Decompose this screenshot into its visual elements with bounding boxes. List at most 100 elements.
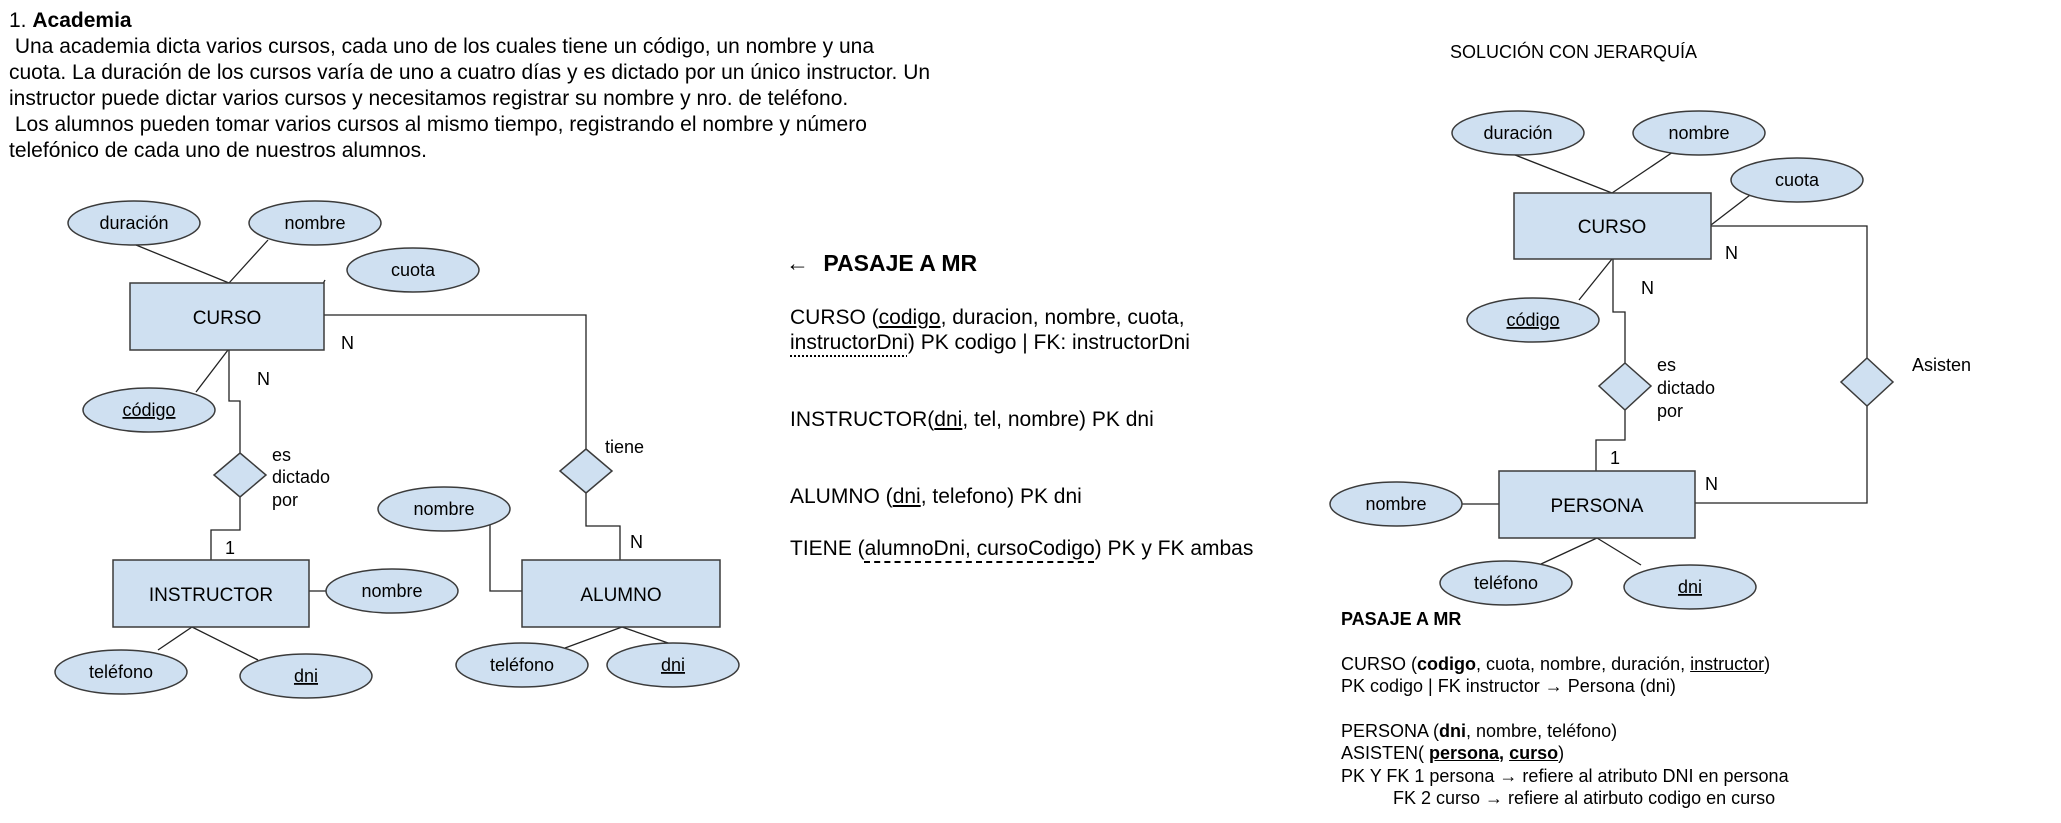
- mr-text: , telefono) PK dni: [920, 485, 1082, 508]
- mr-text: TIENE (: [790, 537, 865, 560]
- solution-dictado-relationship: es dictado por: [1597, 355, 1715, 421]
- solution-title: SOLUCIÓN CON JERARQUÍA: [1450, 42, 1698, 62]
- alumno-entity: ALUMNO: [521, 559, 721, 628]
- mr-text: INSTRUCTOR(: [790, 408, 935, 431]
- instructor-dni-attribute: dni: [239, 653, 373, 699]
- mr-text: CURSO (: [790, 306, 879, 329]
- problem-statement: 1. Academia Una academia dicta varios cu…: [9, 8, 930, 164]
- solution-curso-entity-label: CURSO: [1578, 217, 1647, 238]
- mr-text: PERSONA (: [1341, 720, 1440, 741]
- dictado-relationship: es dictado por: [212, 445, 330, 510]
- problem-heading: 1. Academia: [9, 8, 930, 34]
- cardinality-label: 1: [1610, 448, 1620, 468]
- relationship-label: dictado: [1657, 378, 1715, 398]
- solution-persona-telefono-attribute: teléfono: [1439, 560, 1573, 606]
- attribute-label: teléfono: [89, 662, 153, 682]
- cardinality-label: N: [1725, 243, 1738, 263]
- relationship-label: Asisten: [1912, 355, 1971, 375]
- cardinality-label: N: [257, 369, 270, 389]
- mr2-curso-line: CURSO (codigo, cuota, nombre, duración, …: [1341, 653, 1789, 676]
- asisten-relationship: Asisten: [1839, 355, 1971, 408]
- instructor-telefono-attribute: teléfono: [54, 649, 188, 695]
- cardinality-label: 1: [225, 538, 235, 558]
- alumno-dni-attribute: dni: [606, 642, 740, 688]
- solution-connectors: [1462, 151, 1868, 566]
- diagram1-connectors: [135, 239, 672, 661]
- mr2-asisten-line: ASISTEN( persona, curso): [1341, 742, 1789, 765]
- mr-primary-key: dni: [1439, 720, 1467, 741]
- solution-curso-codigo-attribute: código: [1466, 297, 1600, 343]
- mr-foreign-key: instructor: [1690, 653, 1765, 674]
- problem-line: cuota. La duración de los cursos varía d…: [9, 61, 931, 84]
- mr-foreign-key: instructorDni: [790, 331, 908, 354]
- attribute-label: dni: [1678, 577, 1702, 597]
- attribute-label: cuota: [1775, 170, 1820, 190]
- solution-curso-cuota-attribute: cuota: [1730, 157, 1864, 203]
- alumno-nombre-attribute: nombre: [377, 486, 511, 532]
- mr-text: ) PK codigo | FK: instructorDni: [907, 331, 1190, 354]
- mr-text: ASISTEN(: [1341, 743, 1430, 763]
- solution-curso-entity: CURSO: [1513, 192, 1712, 260]
- mr1-curso-line1: CURSO (codigo, duracion, nombre, cuota,: [790, 306, 1185, 330]
- mr2-pk-line1: PK Y FK 1 persona → refiere al atributo …: [1341, 765, 1789, 786]
- curso-cuota-attribute: cuota: [346, 247, 480, 293]
- attribute-label: cuota: [391, 260, 436, 280]
- mr1-tiene-line: TIENE (alumnoDni, cursoCodigo) PK y FK a…: [790, 537, 1253, 561]
- attribute-label: nombre: [1365, 494, 1426, 514]
- instructor-entity-label: INSTRUCTOR: [149, 585, 273, 606]
- solution-persona-dni-attribute: dni: [1623, 564, 1757, 610]
- mr2-persona-line: PERSONA (dni, nombre, teléfono): [1341, 720, 1789, 743]
- mr2-pk-line2: FK 2 curso → refiere al atirbuto codigo …: [1341, 787, 1789, 810]
- mr1-instructor-line: INSTRUCTOR(dni, tel, nombre) PK dni: [790, 408, 1154, 432]
- solution-curso-nombre-attribute: nombre: [1632, 110, 1766, 156]
- attribute-label: dni: [294, 666, 318, 686]
- mr-primary-key: dni: [934, 408, 963, 431]
- mr-primary-key: codigo: [878, 306, 941, 329]
- cardinality-label: N: [630, 532, 643, 552]
- mr1-curso-line2: instructorDni) PK codigo | FK: instructo…: [790, 331, 1190, 355]
- attribute-label: código: [1506, 310, 1559, 330]
- relationship-label: por: [272, 490, 298, 510]
- problem-number: 1.: [9, 9, 27, 32]
- attribute-label: dni: [661, 655, 685, 675]
- mr-text: , nombre, teléfono): [1466, 720, 1618, 741]
- mr-primary-key: dni: [892, 485, 921, 508]
- mr-text: ,: [1499, 743, 1510, 763]
- relationship-label: dictado: [272, 467, 330, 487]
- mr2-curso-keys: PK codigo | FK instructor → Persona (dni…: [1341, 676, 1676, 696]
- attribute-label: nombre: [1668, 123, 1729, 143]
- attribute-label: código: [122, 400, 175, 420]
- mr-text: CURSO (: [1341, 653, 1417, 674]
- mr-text: ): [1558, 743, 1565, 763]
- attribute-label: nombre: [361, 581, 422, 601]
- relationship-label: por: [1657, 401, 1683, 421]
- attribute-label: teléfono: [490, 655, 554, 675]
- attribute-label: nombre: [413, 499, 474, 519]
- mr-primary-key: curso: [1509, 743, 1559, 763]
- tiene-relationship: tiene: [558, 437, 644, 494]
- instructor-nombre-attribute: nombre: [325, 568, 459, 614]
- problem-line: Una academia dicta varios cursos, cada u…: [9, 35, 875, 58]
- curso-entity-label: CURSO: [193, 308, 262, 329]
- mr-text: , tel, nombre) PK dni: [962, 408, 1154, 431]
- cardinality-label: N: [1641, 278, 1654, 298]
- problem-line: instructor puede dictar varios cursos y …: [9, 87, 849, 110]
- mr-text: , cuota, nombre, duración,: [1476, 653, 1691, 674]
- cardinality-label: N: [1705, 474, 1718, 494]
- attribute-label: duración: [99, 213, 168, 233]
- relationship-label: es: [272, 445, 291, 465]
- mr2-heading: PASAJE A MR: [1341, 609, 1462, 629]
- relationship-label: es: [1657, 355, 1676, 375]
- curso-duracion-attribute: duración: [67, 200, 201, 246]
- alumno-entity-label: ALUMNO: [580, 585, 661, 606]
- mr-primary-key: alumnoDni, cursoCodigo: [864, 537, 1095, 560]
- attribute-label: nombre: [284, 213, 345, 233]
- mr1-alumno-line: ALUMNO (dni, telefono) PK dni: [790, 485, 1082, 509]
- back-arrow-icon: ←: [786, 250, 809, 276]
- curso-codigo-attribute: código: [82, 387, 216, 433]
- mr-text: ) PK y FK ambas: [1094, 537, 1254, 560]
- solution-persona-entity-label: PERSONA: [1551, 496, 1644, 517]
- mr-text: , duracion, nombre, cuota,: [940, 306, 1185, 329]
- mr2-block: PASAJE A MR CURSO (codigo, cuota, nombre…: [1341, 608, 1789, 810]
